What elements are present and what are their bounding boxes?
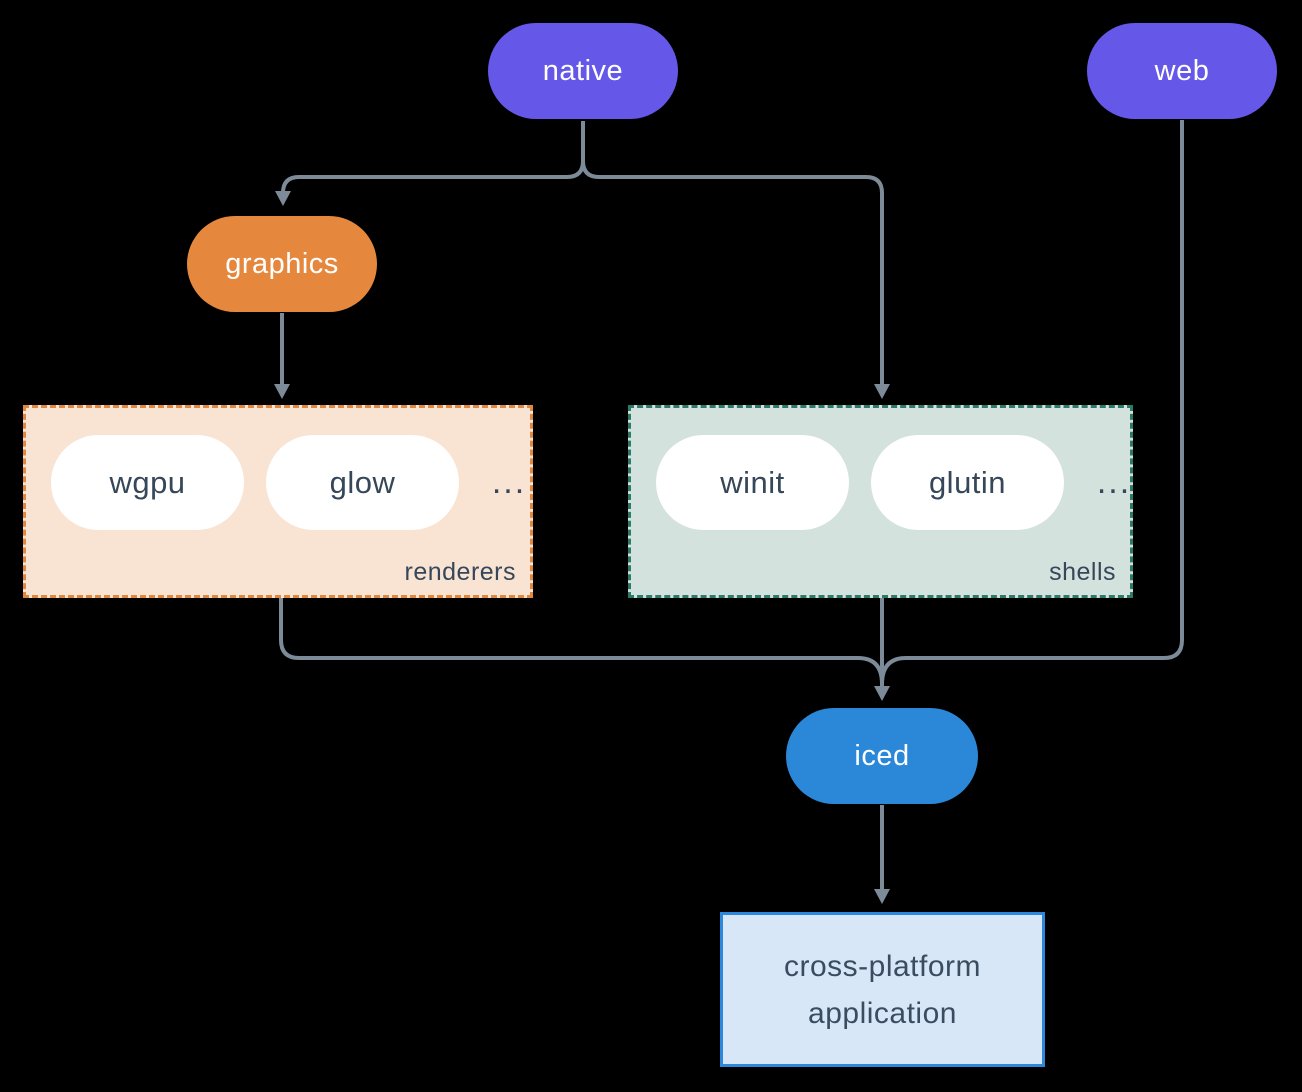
node-winit-label: winit [720,464,785,500]
node-native: native [488,23,678,119]
group-shells: winit glutin ... shells [628,405,1133,598]
node-cross-platform-application: cross-platform application [720,912,1045,1067]
node-web-label: web [1154,54,1210,87]
app-label-line-2: application [808,996,957,1030]
node-glow-label: glow [329,464,396,500]
group-renderers: wgpu glow ... renderers [23,405,533,598]
edge-native-to-graphics [275,121,585,206]
node-wgpu-label: wgpu [109,464,186,500]
node-glutin-label: glutin [928,464,1007,500]
node-glow: glow [266,435,459,530]
node-iced-label: iced [854,739,910,772]
renderers-ellipsis: ... [491,463,527,501]
edge-renderers-to-junction [279,597,884,685]
node-glutin: glutin [871,435,1064,530]
node-iced: iced [786,708,978,804]
shells-group-label: shells [1049,558,1116,586]
edge-web-to-junction [880,120,1184,685]
node-graphics-label: graphics [225,247,339,280]
node-winit: winit [656,435,849,530]
node-native-label: native [542,54,624,87]
edge-native-to-shells [581,121,890,399]
node-web: web [1087,23,1277,119]
node-graphics: graphics [187,216,377,312]
shells-ellipsis: ... [1096,463,1132,501]
node-wgpu: wgpu [51,435,244,530]
app-label-line-1: cross-platform [783,949,982,983]
renderers-group-label: renderers [404,558,516,586]
